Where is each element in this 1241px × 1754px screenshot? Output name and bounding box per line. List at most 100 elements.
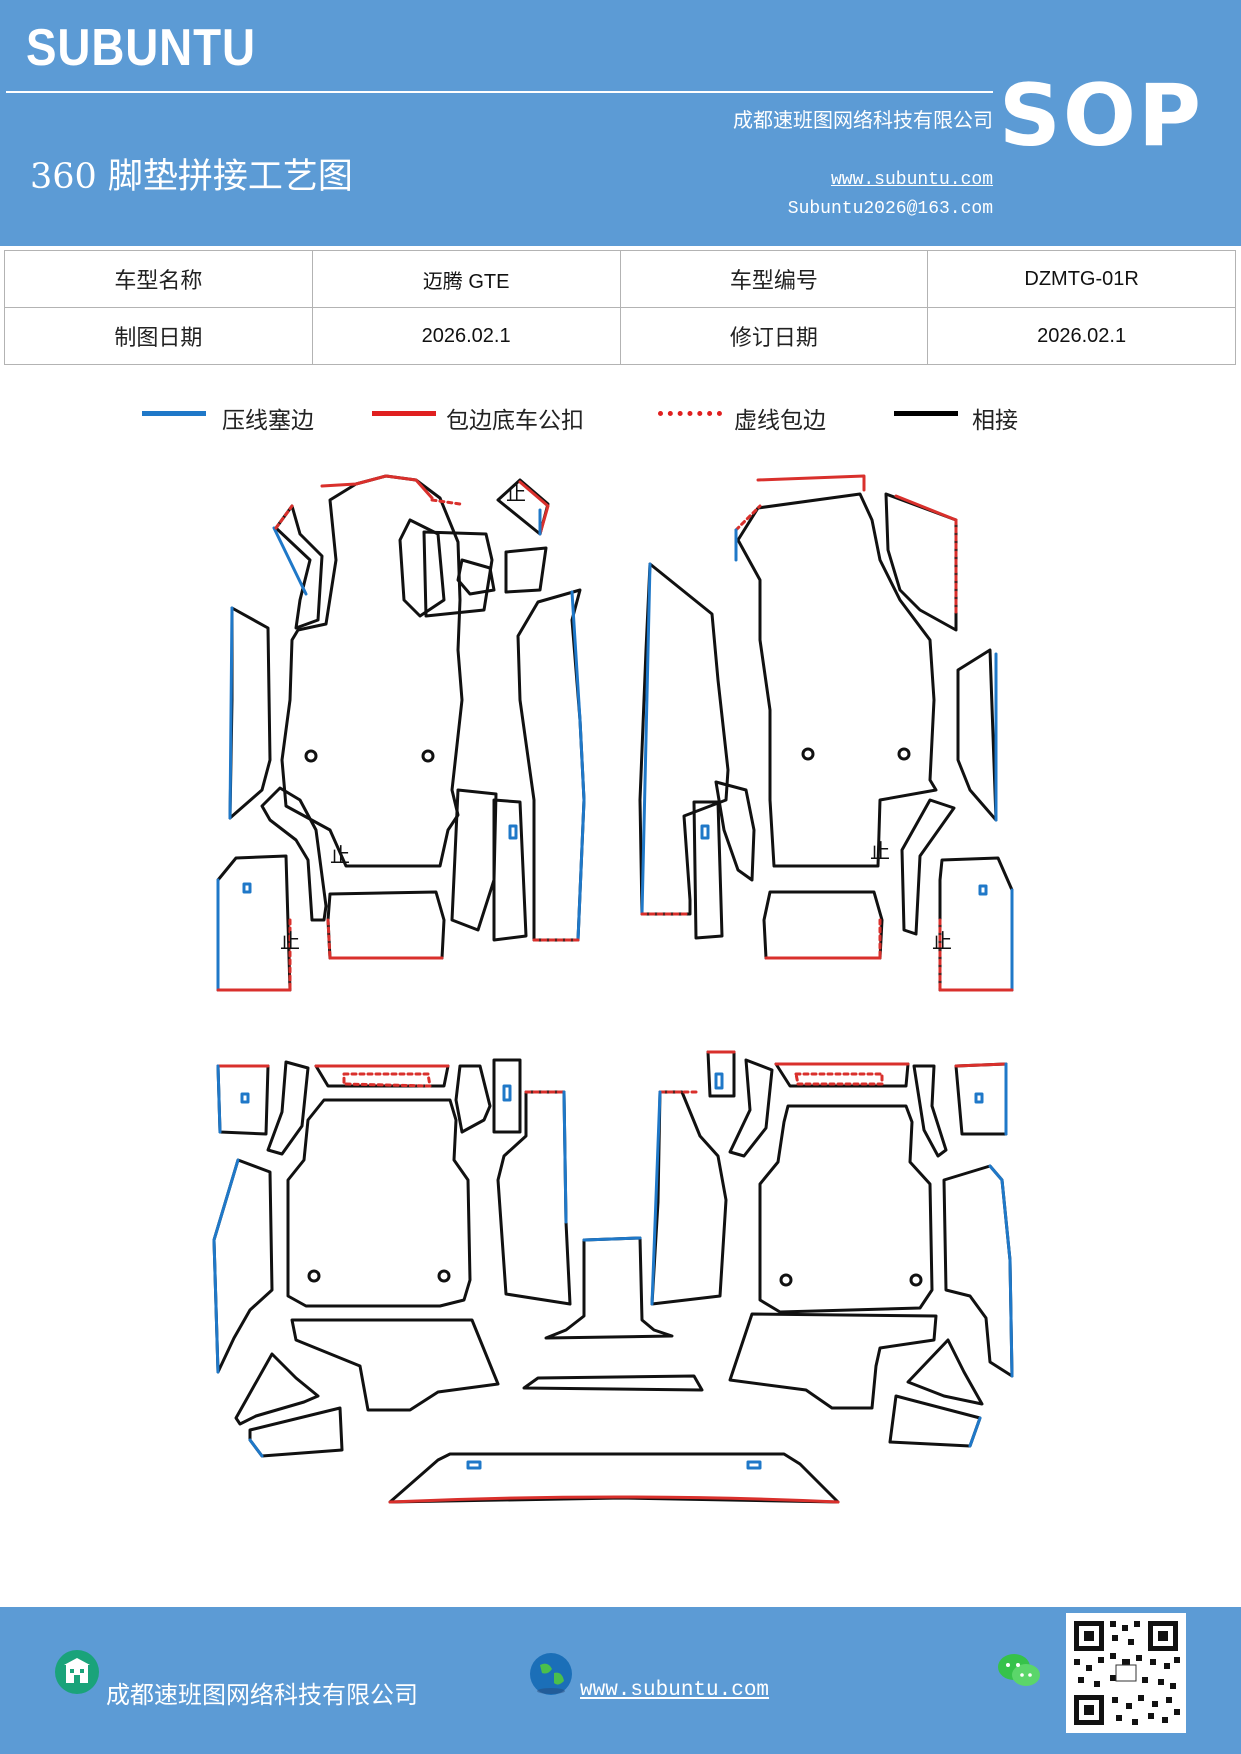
mat-piece [266, 1060, 310, 1156]
mat-hole [779, 1273, 793, 1287]
mat-piece [496, 478, 550, 536]
clip-slot-blue [240, 1092, 250, 1104]
model-code-label: 车型编号 [619, 250, 929, 308]
mat-piece [234, 1352, 320, 1426]
mat-edge-dotted [794, 1072, 884, 1086]
mat-piece [758, 1104, 934, 1314]
clip-slot-blue [978, 884, 988, 896]
mat-piece [692, 800, 724, 940]
model-code-value: DZMTG-01R [927, 250, 1236, 308]
wechat-icon[interactable] [996, 1651, 1042, 1691]
clip-slot-blue [466, 1460, 482, 1470]
header-company-name: 成都速班图网络科技有限公司 [733, 108, 993, 132]
mat-piece [454, 1064, 492, 1134]
mat-piece [912, 1064, 948, 1158]
right-front-section: 止 止 [638, 474, 1014, 992]
mat-piece [260, 786, 328, 922]
revise-date-label: 修订日期 [619, 307, 929, 365]
mat-hole [909, 1273, 923, 1287]
legend-label: 虚线包边 [734, 408, 826, 434]
header-banner: SUBUNTU 成都速班图网络科技有限公司 360 脚垫拼接工艺图 www.su… [0, 0, 1241, 246]
sop-badge: SOP [998, 66, 1203, 166]
header-divider [6, 91, 993, 93]
clip-slot-blue [746, 1460, 762, 1470]
header-website-link[interactable]: www.subuntu.com [830, 170, 993, 190]
mat-piece [492, 798, 528, 942]
mat-piece [900, 798, 956, 936]
globe-icon [530, 1653, 572, 1695]
mat-edge-blue [582, 1236, 642, 1242]
mat-edge-blue [650, 1090, 662, 1306]
mat-edge-blue [248, 1438, 264, 1458]
revise-date-value: 2026.02.1 [927, 307, 1236, 365]
clip-slot-blue [700, 824, 710, 840]
mat-hole [304, 749, 318, 763]
stop-mark: 止 [506, 481, 526, 505]
mat-piece [314, 1064, 450, 1088]
left-front-section: 止 止 止 [216, 474, 586, 992]
table-row: 制图日期 2026.02.1 修订日期 2026.02.1 [4, 307, 1236, 365]
mat-piece [728, 1058, 774, 1158]
mat-piece [728, 1312, 938, 1410]
mat-piece [906, 1338, 984, 1406]
mat-edge-blue [562, 1090, 568, 1224]
mat-piece [274, 504, 324, 630]
rear-section [212, 1050, 1014, 1504]
mat-piece [228, 606, 272, 820]
legend-label: 相接 [972, 408, 1018, 434]
draw-date-label: 制图日期 [4, 307, 313, 365]
legend-label: 包边底车公扣 [446, 408, 584, 434]
mat-piece [280, 474, 464, 868]
mat-edge-blue [212, 1158, 240, 1374]
draw-date-value: 2026.02.1 [311, 307, 621, 365]
vehicle-info-table: 车型名称 迈腾 GTE 车型编号 DZMTG-01R 制图日期 2026.02.… [4, 250, 1236, 365]
mat-hole [307, 1269, 321, 1283]
legend-swatch-red-dotted [658, 411, 722, 416]
model-name-label: 车型名称 [4, 250, 313, 308]
building-icon [55, 1650, 99, 1694]
mat-edge-blue [640, 562, 652, 916]
table-row: 车型名称 迈腾 GTE 车型编号 DZMTG-01R [4, 250, 1236, 308]
mat-piece [216, 854, 292, 992]
qr-code [1066, 1613, 1186, 1733]
mat-piece [714, 780, 756, 882]
footer-website-link[interactable]: www.subuntu.com [580, 1679, 770, 1702]
document-title: 360 脚垫拼接工艺图 [30, 157, 353, 197]
stop-mark: 止 [280, 929, 300, 953]
clip-slot-blue [508, 824, 518, 840]
mat-piece [450, 788, 498, 932]
legend: 压线塞边 包边底车公扣 虚线包边 相接 [0, 398, 1241, 438]
mat-edge-blue [228, 606, 234, 820]
mat-edge-dotted [734, 504, 762, 532]
mat-edge-blue [272, 526, 308, 596]
mat-piece [422, 530, 494, 618]
mat-hole [421, 749, 435, 763]
mat-hole [801, 747, 815, 761]
footer-banner: 成都速班图网络科技有限公司 www.subuntu.com [0, 1607, 1241, 1754]
mat-piece [212, 1158, 274, 1374]
brand-logo: SUBUNTU [26, 19, 256, 77]
mat-piece [492, 1058, 522, 1134]
mat-piece [942, 1164, 1014, 1378]
mat-edge-red [388, 1495, 840, 1504]
mat-piece [388, 1452, 840, 1504]
legend-swatch-red-solid [372, 411, 436, 416]
clip-slot-blue [242, 882, 252, 894]
mat-piece [638, 562, 730, 916]
mat-piece [522, 1374, 704, 1392]
mat-edge-red [954, 1062, 1008, 1068]
mat-piece [248, 1406, 344, 1458]
legend-label: 压线塞边 [222, 408, 314, 434]
mat-piece [956, 648, 998, 822]
mat-piece [290, 1318, 500, 1412]
clip-slot-blue [974, 1092, 984, 1104]
mat-hole [437, 1269, 451, 1283]
mat-piece [650, 1090, 728, 1306]
legend-swatch-black-solid [894, 411, 958, 416]
mat-edge-red [320, 474, 434, 500]
mat-piece [762, 890, 884, 960]
mat-piece [456, 558, 496, 596]
stop-mark: 止 [870, 839, 890, 863]
mat-edge-dotted [326, 918, 332, 960]
mat-edge-blue [988, 1164, 1014, 1378]
